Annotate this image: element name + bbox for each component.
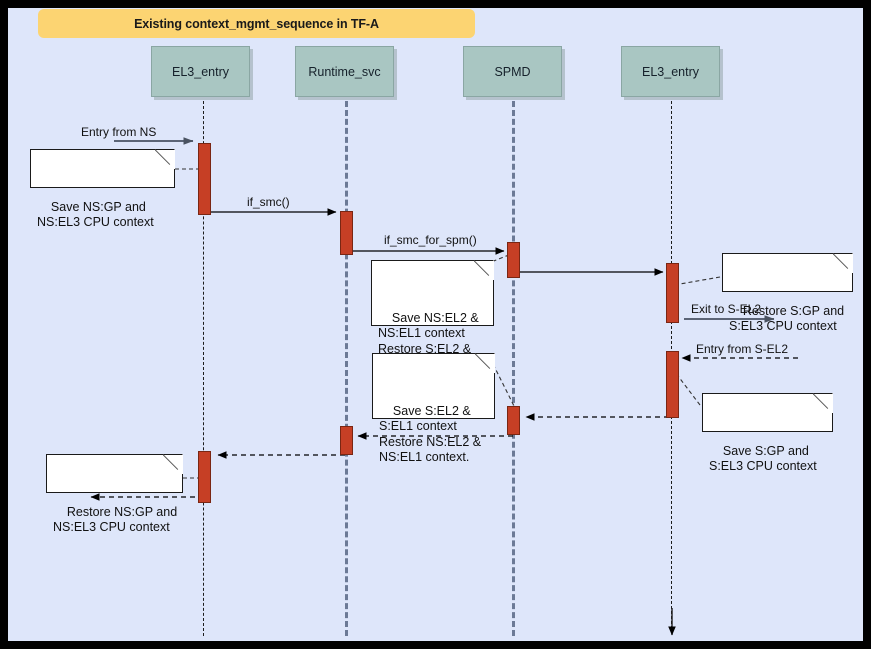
participant-label: EL3_entry — [642, 64, 699, 79]
note-fold-edge-icon — [163, 454, 183, 474]
page-title: Existing context_mgmt_sequence in TF-A — [134, 16, 379, 31]
diagram-canvas: Existing context_mgmt_sequence in TF-A E… — [8, 8, 863, 641]
lifeline-el3-entry-left — [203, 101, 204, 636]
note-fold-edge-icon — [813, 393, 833, 413]
note-text: Save NS:GP and NS:EL3 CPU context — [37, 199, 154, 230]
message-label-if-smc: if_smc() — [245, 195, 292, 209]
participant-label: Runtime_svc — [308, 64, 381, 79]
lifeline-spmd — [512, 101, 515, 636]
activation-bar-spmd-2 — [507, 406, 520, 435]
lifeline-runtime-svc — [345, 101, 348, 636]
participant-el3-entry-right[interactable]: EL3_entry — [621, 46, 720, 97]
participant-el3-entry-left[interactable]: EL3_entry — [151, 46, 250, 97]
note-fold-edge-icon — [155, 149, 175, 169]
note-text: Restore NS:GP and NS:EL3 CPU context — [53, 504, 178, 535]
participant-runtime-svc[interactable]: Runtime_svc — [295, 46, 394, 97]
note-fold-edge-icon — [475, 353, 495, 373]
note-save-ns-gp-el3-context: Save NS:GP and NS:EL3 CPU context — [30, 149, 175, 229]
note-fold-edge-icon — [474, 260, 494, 280]
note-text: Restore S:GP and S:EL3 CPU context — [729, 303, 845, 334]
participant-label: SPMD — [494, 64, 531, 79]
participant-spmd[interactable]: SPMD — [463, 46, 562, 97]
note-save-ns-el2-restore-s-el2: Save NS:EL2 & NS:EL1 context Restore S:E… — [371, 260, 494, 371]
message-label-entry-from-ns: Entry from NS — [79, 125, 159, 139]
note-restore-ns-gp-el3-context: Restore NS:GP and NS:EL3 CPU context — [46, 454, 183, 534]
activation-bar-el3-entry-right-1 — [666, 263, 679, 323]
message-label-entry-from-s-el2: Entry from S-EL2 — [694, 342, 791, 356]
message-label-if-smc-for-spm: if_smc_for_spm() — [382, 233, 479, 247]
message-label-exit-to-s-el2: Exit to S-EL2 — [689, 302, 764, 316]
note-text: Save S:GP and S:EL3 CPU context — [709, 443, 817, 474]
diagram-title-banner: Existing context_mgmt_sequence in TF-A — [38, 9, 475, 38]
note-text: Save S:EL2 & S:EL1 context Restore NS:EL… — [379, 403, 482, 465]
activation-bar-el3-entry-left-2 — [198, 451, 211, 503]
activation-bar-runtime-svc-1 — [340, 211, 353, 255]
activation-bar-runtime-svc-2 — [340, 426, 353, 455]
activation-bar-el3-entry-right-2 — [666, 351, 679, 418]
activation-bar-el3-entry-left-1 — [198, 143, 211, 215]
note-save-s-gp-el3-context: Save S:GP and S:EL3 CPU context — [702, 393, 833, 473]
note-save-s-el2-restore-ns-el2: Save S:EL2 & S:EL1 context Restore NS:EL… — [372, 353, 495, 464]
note-restore-s-gp-el3-context: Restore S:GP and S:EL3 CPU context — [722, 253, 853, 333]
participant-label: EL3_entry — [172, 64, 229, 79]
note-fold-edge-icon — [833, 253, 853, 273]
activation-bar-spmd-1 — [507, 242, 520, 278]
